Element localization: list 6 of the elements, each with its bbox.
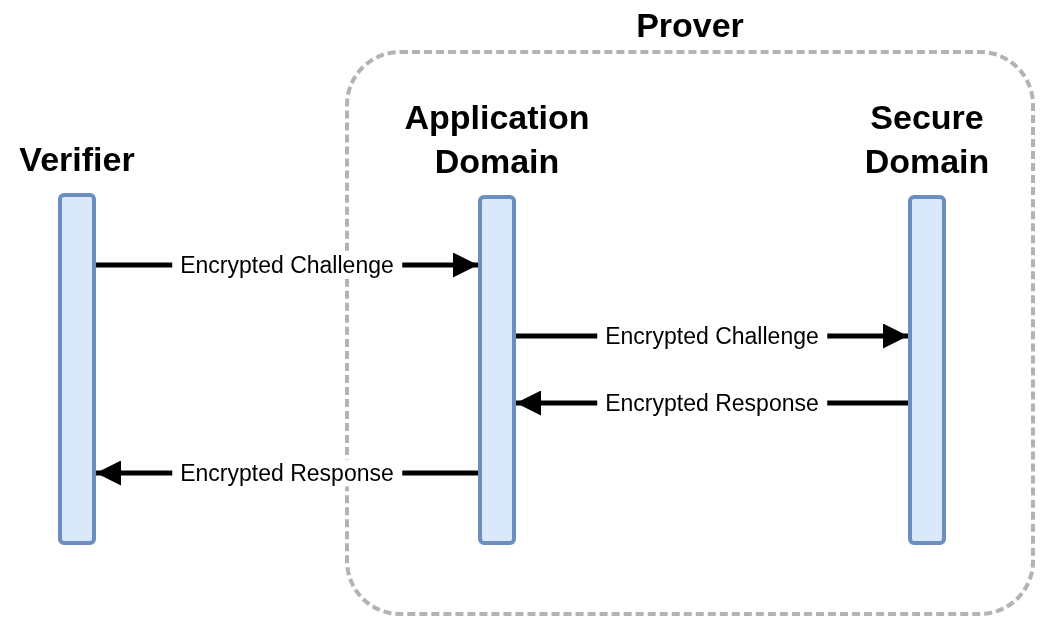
lifeline-heading: Verifier	[19, 139, 135, 180]
group-heading: Prover	[635, 6, 745, 45]
lifeline-heading: Secure Domain	[863, 97, 991, 182]
edge-label: Encrypted Challenge	[172, 251, 402, 279]
edge-label: Encrypted Response	[172, 459, 402, 487]
lifeline-heading: Application Domain	[403, 97, 591, 182]
